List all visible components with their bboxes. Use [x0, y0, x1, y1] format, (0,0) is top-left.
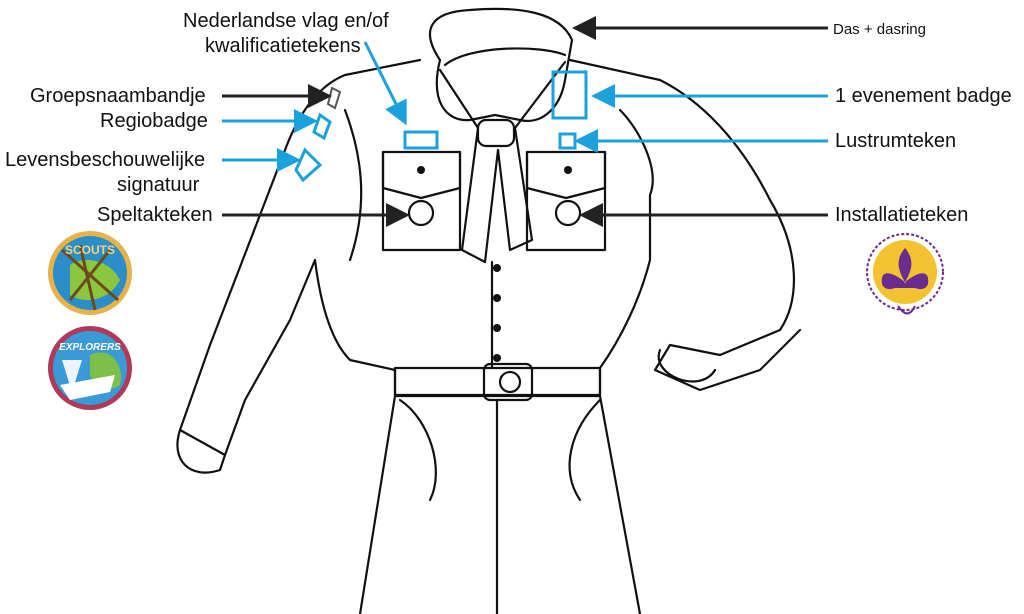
label-belief-line2: signatuur — [117, 174, 200, 196]
installation-badge — [866, 233, 944, 315]
label-flag-line1: Nederlandse vlag en/of — [183, 10, 389, 32]
arrow-flag — [363, 41, 407, 126]
region-placeholder — [312, 112, 332, 141]
belief-placeholder — [294, 147, 323, 183]
label-installation: Installatieteken — [835, 204, 969, 226]
event-badge-placeholder — [551, 70, 588, 120]
svg-text:EXPLORERS: EXPLORERS — [59, 342, 121, 353]
lustrum-placeholder — [558, 132, 577, 150]
label-region: Regiobadge — [100, 110, 208, 132]
shirt-drawing — [176, 7, 802, 614]
label-section: Speltakteken — [97, 204, 213, 226]
group-name-placeholder — [326, 86, 342, 110]
scouts-badge: SCOUTS — [48, 231, 132, 315]
label-scarf: Das + dasring — [833, 21, 926, 38]
flag-placeholder — [403, 130, 439, 150]
label-flag-line2: kwalificatietekens — [205, 35, 361, 57]
label-event: 1 evenement badge — [835, 85, 1012, 107]
label-belief-line1: Levensbeschouwelijke — [5, 149, 206, 171]
label-lustrum: Lustrumteken — [835, 130, 957, 152]
svg-text:SCOUTS: SCOUTS — [65, 243, 115, 257]
label-group-name: Groepsnaambandje — [30, 85, 206, 107]
explorers-badge: EXPLORERS — [48, 326, 132, 410]
